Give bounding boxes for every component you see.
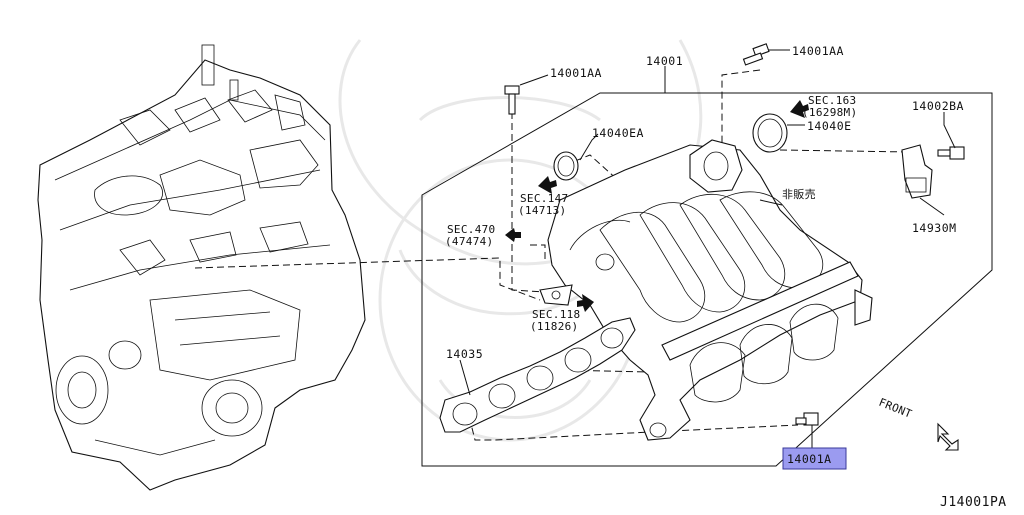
intake-manifold-drawing: [539, 139, 873, 441]
label-leaders: [459, 49, 956, 448]
label-sec147-ref: (14713): [518, 204, 566, 217]
bolt-top-right-drawing: [742, 43, 770, 66]
label-not-for-sale: 非販売: [782, 188, 816, 201]
label-14001: 14001: [646, 54, 683, 68]
label-sec163: SEC.163: [808, 94, 856, 107]
label-sec118: SEC.118: [532, 308, 580, 321]
label-sec147: SEC.147: [520, 192, 568, 205]
engine-block-drawing: [37, 44, 366, 491]
label-14001AA-right: 14001AA: [792, 44, 844, 58]
label-14001A[interactable]: 14001A: [787, 452, 832, 466]
label-sec470: SEC.470: [447, 223, 495, 236]
label-14040EA: 14040EA: [592, 126, 644, 140]
label-14930M: 14930M: [912, 221, 957, 235]
solid-arrow-icon: [505, 100, 809, 312]
label-14040E: 14040E: [807, 119, 852, 133]
intake-gasket-drawing: [439, 317, 636, 433]
label-sec470-ref: (47474): [445, 235, 493, 248]
small-gasket-drawing: [553, 151, 579, 181]
label-14001AA-left: 14001AA: [550, 66, 602, 80]
label-sec163-ref: (16298M): [802, 106, 857, 119]
label-front: FRONT: [877, 396, 914, 421]
bolt-top-left-drawing: [504, 85, 520, 115]
bolt-bracket-drawing: [937, 146, 965, 160]
assembly-frame: [421, 92, 993, 467]
front-arrow-icon: [937, 422, 959, 451]
highlight-box: [782, 447, 847, 470]
pressure-sensor-drawing: [901, 144, 933, 199]
bolt-bottom-drawing: [795, 412, 819, 426]
label-14035: 14035: [446, 347, 483, 361]
label-14002BA: 14002BA: [912, 99, 964, 113]
round-gasket-drawing: [752, 113, 788, 153]
diagram-code: J14001PA: [940, 495, 1007, 510]
label-sec118-ref: (11826): [530, 320, 578, 333]
